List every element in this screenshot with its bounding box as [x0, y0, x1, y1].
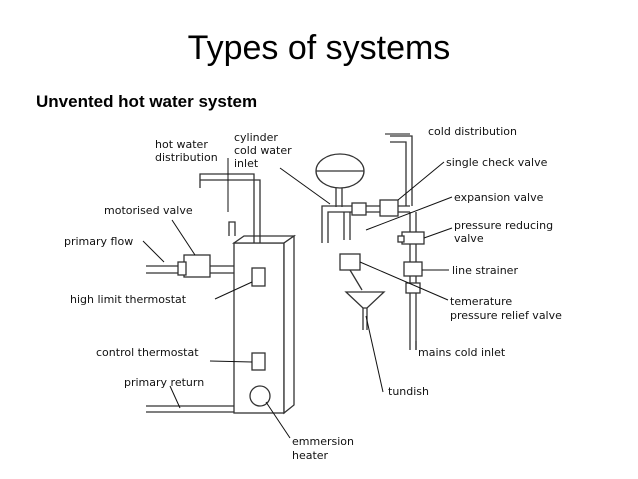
hot-water-distribution-pipe: [199, 173, 261, 243]
label-primary-flow: primary flow: [64, 235, 133, 248]
label-expansion-valve: expansion valve: [454, 191, 544, 204]
label-mains-cold-inlet: mains cold inlet: [418, 346, 506, 359]
motorised-valve-body: [177, 254, 211, 278]
label-tundish: tundish: [388, 385, 429, 398]
cold-distribution-pipe: [390, 135, 413, 206]
tundish-funnel: [344, 291, 386, 330]
relief-valve-body: [339, 212, 363, 291]
label-single-check-valve: single check valve: [446, 156, 548, 169]
label-primary-return: primary return: [124, 376, 204, 389]
hot-water-cylinder: [231, 234, 297, 415]
slide-subtitle: Unvented hot water system: [36, 92, 258, 111]
label-line-strainer: line strainer: [452, 264, 518, 277]
cylinder-cold-inlet-pipe: [228, 221, 236, 236]
primary-return-pipe: [146, 405, 234, 413]
label-high-limit-thermostat: high limit thermostat: [70, 293, 187, 306]
label-immersion-heater: emmersion heater: [292, 435, 357, 462]
pressure-reducing-valve-body: [397, 231, 425, 245]
check-valve-assembly: [351, 199, 399, 217]
label-temperature-pressure-relief-valve: temerature pressure relief valve: [450, 295, 562, 322]
label-hot-water-distribution: hot water distribution: [155, 138, 218, 164]
label-cold-distribution: cold distribution: [428, 125, 517, 138]
label-motorised-valve: motorised valve: [104, 204, 193, 217]
line-strainer-body: [403, 261, 423, 277]
label-cylinder-cold-water-inlet: cylinder cold water inlet: [234, 131, 295, 170]
expansion-vessel: [315, 153, 365, 207]
slide-title: Types of systems: [187, 29, 451, 67]
leader-lines: [142, 133, 453, 439]
label-control-thermostat: control thermostat: [96, 346, 199, 359]
immersion-heater-boss: [249, 385, 271, 407]
control-thermostat-box: [251, 352, 266, 371]
high-limit-thermostat-box: [251, 267, 266, 287]
label-pressure-reducing-valve: pressure reducing valve: [454, 219, 557, 245]
